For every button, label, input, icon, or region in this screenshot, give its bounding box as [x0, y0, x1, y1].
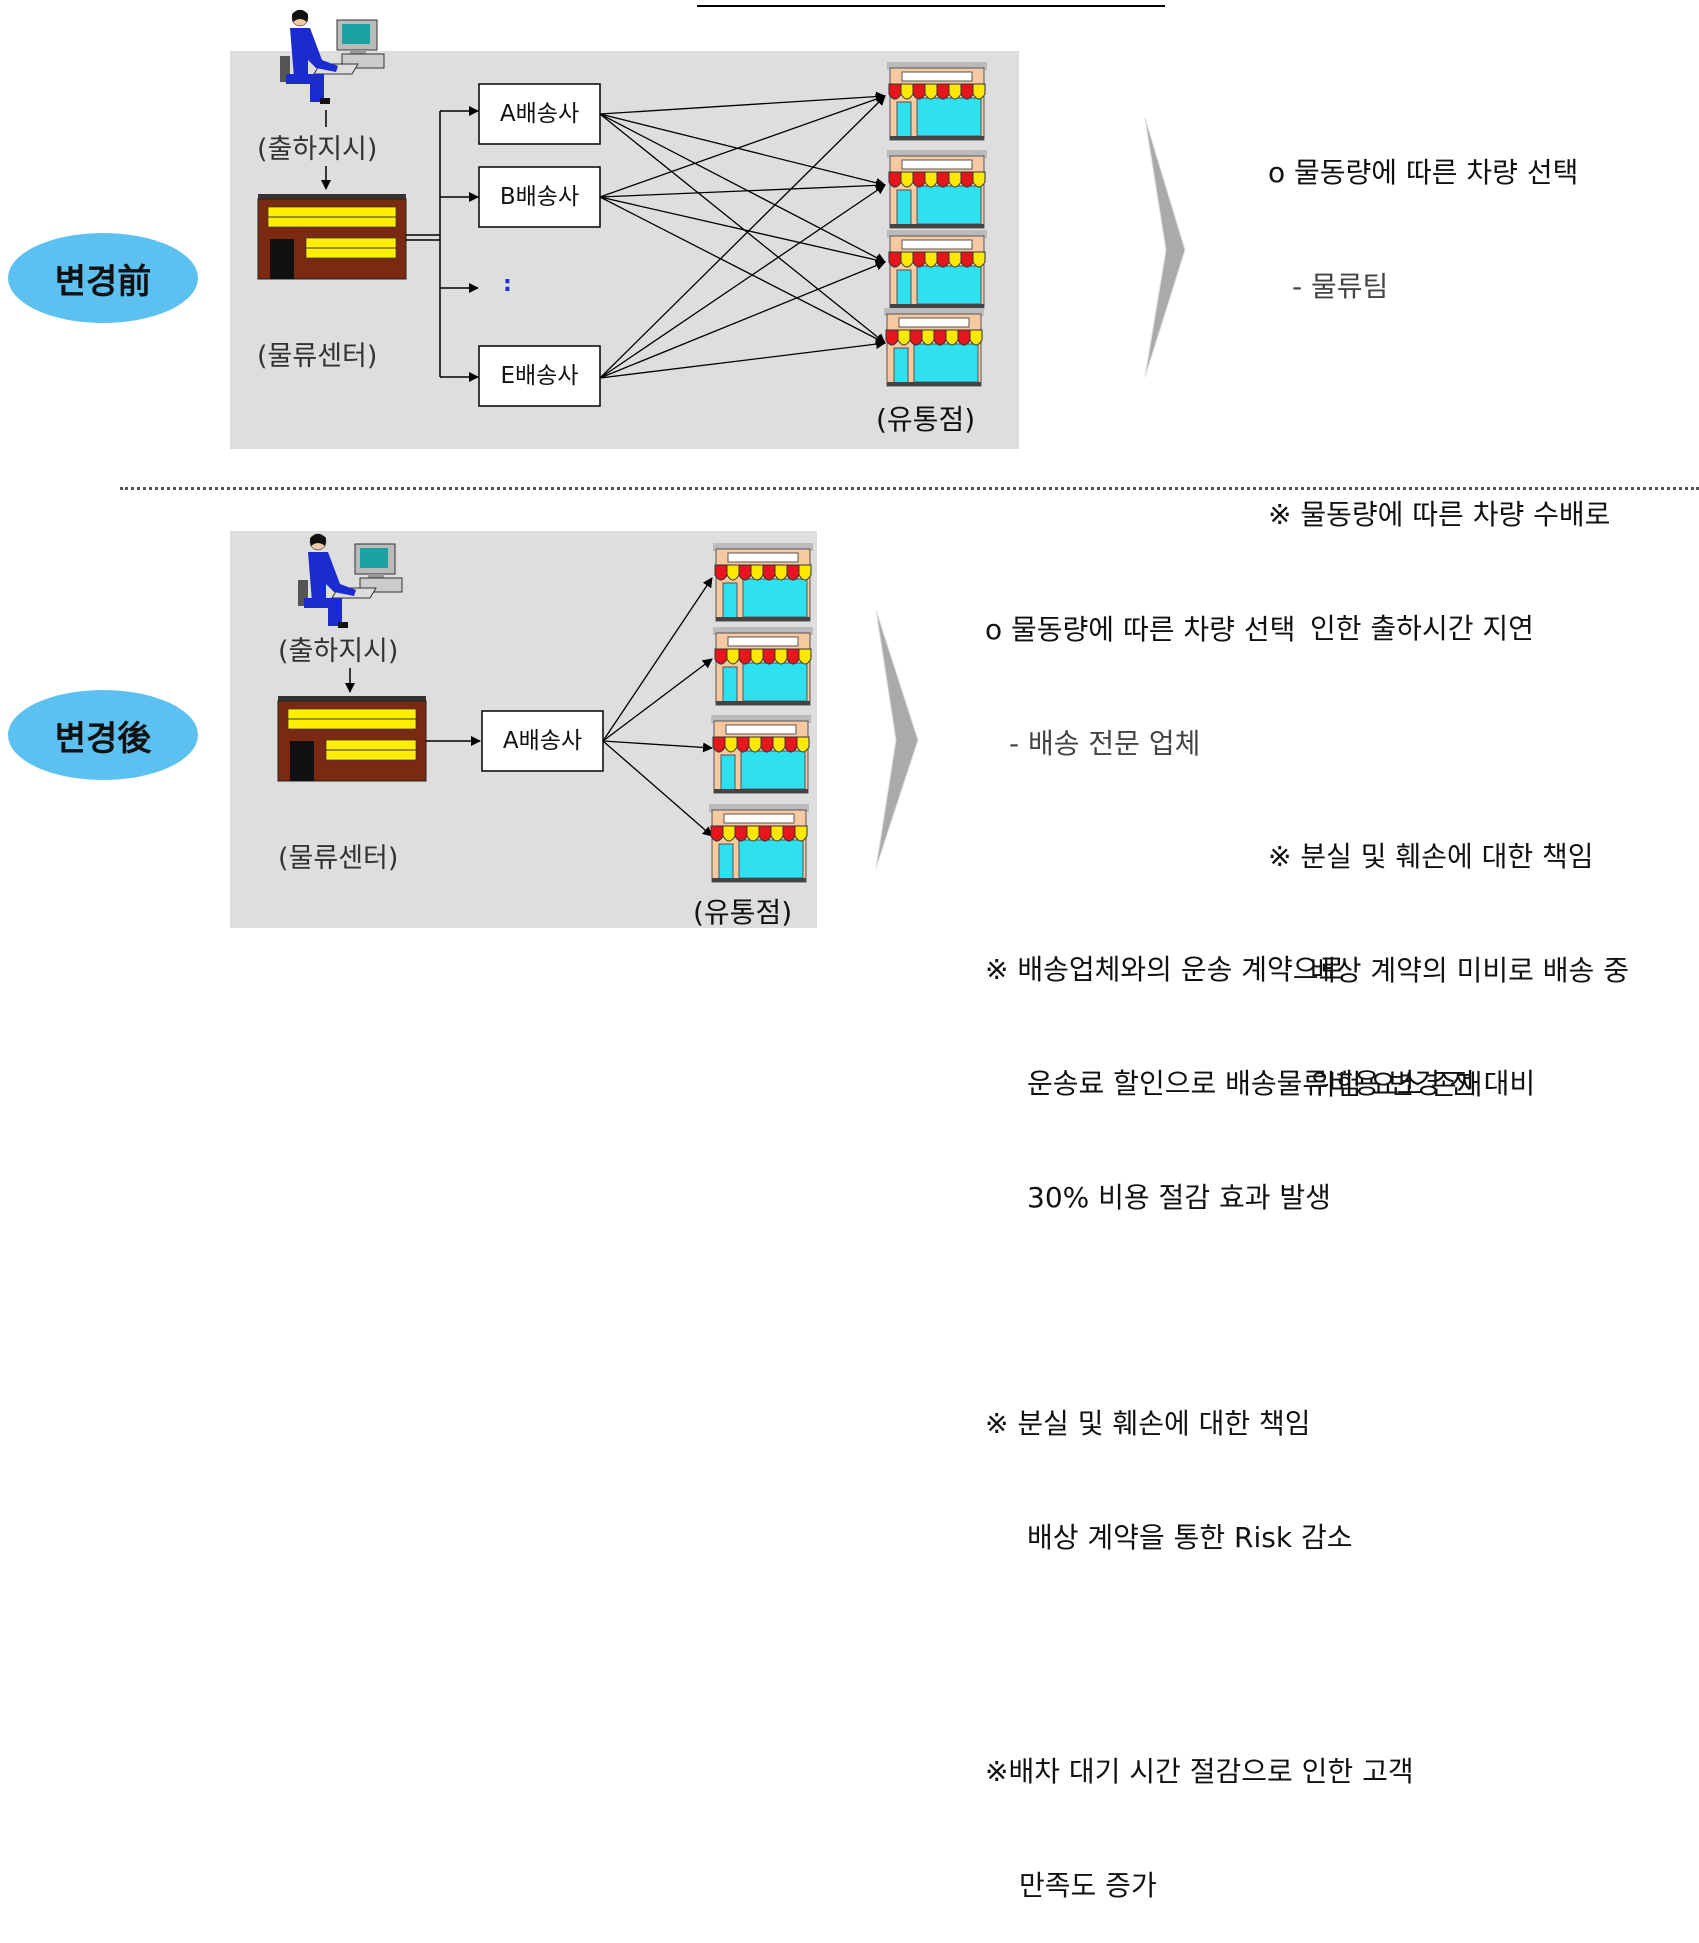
after-note2-line2: 배상 계약을 통한 Risk 감소 [1027, 1521, 1353, 1554]
before-note1-line2: 인한 출하시간 지연 [1310, 612, 1534, 645]
person-at-computer-icon [279, 9, 385, 105]
title-underline [697, 5, 1165, 7]
store-front-icon [712, 626, 814, 706]
carrier-label-b: B배송사 [499, 184, 580, 210]
carrier-label-e: E배송사 [500, 363, 579, 389]
carrier-box-a [478, 83, 601, 145]
center-label-after: (물류센터) [278, 843, 399, 874]
stores-label-after: (유통점) [693, 896, 793, 929]
store-front-icon [708, 803, 810, 883]
carrier-box-e [478, 345, 601, 407]
store-front-icon [886, 229, 988, 309]
order-label-after: (출하지시) [278, 629, 399, 668]
carrier-ellipsis: : [503, 272, 512, 297]
before-note1-line1: ※ 물동량에 따른 차량 수배로 [1268, 498, 1611, 531]
before-note-sub: - 물류팀 [1292, 270, 1389, 303]
store-front-icon [883, 307, 985, 387]
store-front-icon [886, 61, 988, 141]
chevron-right-icon [875, 609, 919, 869]
after-note1-line3: 30% 비용 절감 효과 발생 [1027, 1181, 1331, 1214]
after-note1-line2: 운송료 할인으로 배송물류비용 변경 전 대비 [1027, 1067, 1536, 1100]
carrier-label-a: A배송사 [499, 101, 580, 127]
after-note1-line1: ※ 배송업체와의 운송 계약으로 [985, 953, 1345, 986]
chevron-right-icon [1144, 117, 1186, 378]
carrier-box-b [478, 166, 601, 228]
after-note-sub: - 배송 전문 업체 [1009, 727, 1201, 760]
after-notes: o 물동량에 따른 차량 선택 - 배송 전문 업체 ※ 배송업체와의 운송 계… [985, 535, 1535, 1943]
after-note3-line1: ※배차 대기 시간 절감으로 인한 고객 [985, 1755, 1414, 1788]
store-front-icon [886, 149, 988, 229]
center-label: (물류센터) [257, 341, 378, 372]
carrier-box-a-after [481, 710, 604, 772]
store-front-icon [712, 542, 814, 622]
after-badge: 변경後 [8, 690, 198, 780]
person-at-computer-icon [297, 533, 403, 629]
store-front-icon [710, 714, 812, 794]
before-badge: 변경前 [8, 233, 198, 323]
stores-label: (유통점) [876, 403, 976, 436]
before-note2-line1: ※ 분실 및 훼손에 대한 책임 [1268, 840, 1594, 873]
before-diagram [257, 9, 1186, 883]
before-note-main: o 물동량에 따른 차량 선택 [1268, 156, 1579, 189]
after-note2-line1: ※ 분실 및 훼손에 대한 책임 [985, 1407, 1311, 1440]
after-note3-line2: 만족도 증가 [1019, 1869, 1157, 1902]
warehouse-building-icon [277, 695, 427, 782]
after-note-main: o 물동량에 따른 차량 선택 [985, 613, 1296, 646]
order-label: (출하지시) [257, 127, 378, 166]
carrier-label-a-after: A배송사 [502, 728, 583, 754]
warehouse-building-icon [257, 193, 407, 280]
section-divider [120, 487, 1699, 490]
before-note2-line2: 배상 계약의 미비로 배송 중 [1310, 954, 1629, 987]
